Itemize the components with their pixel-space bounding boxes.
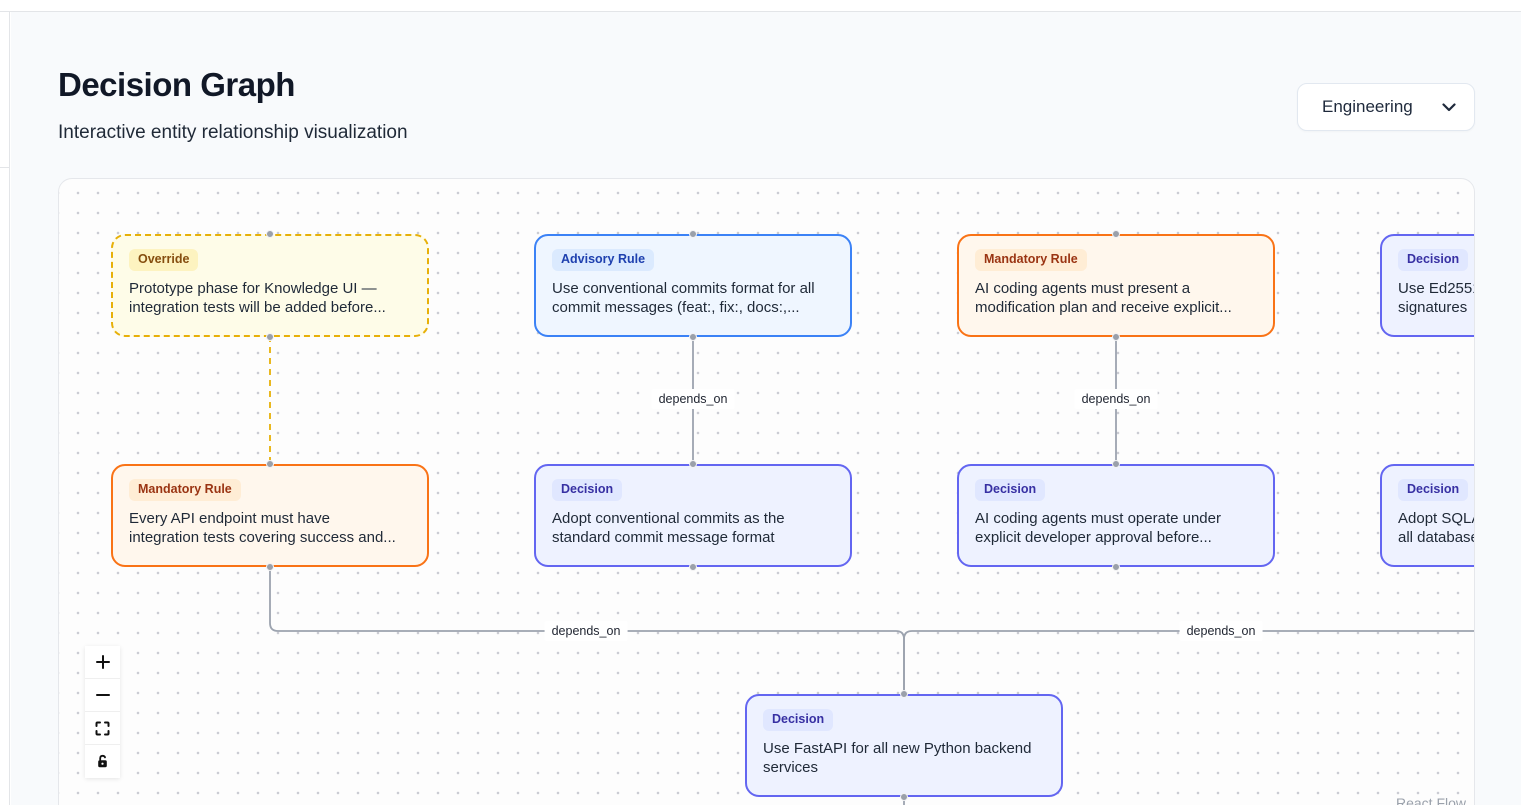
- node-text: Use FastAPI for all new Python backend s…: [763, 739, 1032, 777]
- edge-label-depends-on: depends_on: [651, 389, 735, 409]
- node-text: Use Ed25519 signatures: [1398, 279, 1474, 317]
- node-handle[interactable]: [1112, 460, 1120, 468]
- node-text: Prototype phase for Knowledge UI — integ…: [129, 279, 386, 317]
- edge-depends-4: [903, 630, 1474, 694]
- node-handle[interactable]: [689, 460, 697, 468]
- node-badge: Decision: [763, 709, 834, 731]
- node-badge: Decision: [1398, 479, 1469, 501]
- graph-canvas[interactable]: depends_on depends_on depends_on depends…: [58, 178, 1475, 805]
- lock-open-icon: [98, 754, 107, 768]
- node-text: AI coding agents must operate under expl…: [975, 509, 1221, 547]
- node-badge: Decision: [552, 479, 623, 501]
- fit-view-icon: [95, 721, 110, 735]
- node-mandatory-integration-tests[interactable]: Mandatory Rule Every API endpoint must h…: [111, 460, 429, 571]
- page-subtitle: Interactive entity relationship visualiz…: [58, 122, 408, 143]
- fit-view-button[interactable]: [85, 712, 120, 745]
- node-text: AI coding agents must present a modifica…: [975, 279, 1232, 317]
- node-decision-ed25519-signatures[interactable]: Decision Use Ed25519 signatures: [1380, 234, 1474, 337]
- node-handle[interactable]: [689, 333, 697, 341]
- plus-icon: [95, 655, 110, 669]
- top-strip: [0, 0, 1521, 11]
- domain-select[interactable]: Engineering: [1297, 83, 1475, 131]
- node-text: Use conventional commits format for all …: [552, 279, 815, 317]
- node-text: Every API endpoint must have integration…: [129, 509, 396, 547]
- node-badge: Advisory Rule: [552, 249, 655, 271]
- main-content: Decision Graph Interactive entity relati…: [11, 12, 1521, 805]
- node-decision-fastapi[interactable]: Decision Use FastAPI for all new Python …: [745, 690, 1063, 801]
- zoom-out-button[interactable]: [85, 679, 120, 712]
- node-handle[interactable]: [900, 793, 908, 801]
- react-flow-attribution[interactable]: React Flow: [1396, 795, 1467, 805]
- node-handle[interactable]: [1112, 563, 1120, 571]
- node-badge: Mandatory Rule: [129, 479, 241, 501]
- node-text: Adopt SQLAlchemy for all database access: [1398, 509, 1475, 547]
- node-handle[interactable]: [900, 690, 908, 698]
- left-gutter: [0, 12, 10, 805]
- node-handle[interactable]: [266, 230, 274, 238]
- node-badge: Decision: [1398, 249, 1469, 271]
- edge-label-depends-on: depends_on: [544, 621, 628, 641]
- page-title: Decision Graph: [58, 66, 295, 103]
- node-decision-sqlalchemy[interactable]: Decision Adopt SQLAlchemy for all databa…: [1380, 464, 1475, 567]
- edge-label-depends-on: depends_on: [1074, 389, 1158, 409]
- domain-select-value: Engineering: [1322, 97, 1413, 116]
- node-handle[interactable]: [266, 460, 274, 468]
- node-override-prototype-phase[interactable]: Override Prototype phase for Knowledge U…: [111, 230, 429, 341]
- minus-icon: [95, 694, 110, 696]
- node-handle[interactable]: [689, 230, 697, 238]
- top-divider: [0, 11, 1521, 12]
- gutter-divider: [0, 167, 10, 168]
- node-advisory-conventional-commits[interactable]: Advisory Rule Use conventional commits f…: [534, 230, 852, 341]
- node-mandatory-modification-plan[interactable]: Mandatory Rule AI coding agents must pre…: [957, 230, 1275, 341]
- node-badge: Mandatory Rule: [975, 249, 1087, 271]
- chevron-down-icon: [1442, 102, 1456, 111]
- edge-label-depends-on: depends_on: [1179, 621, 1263, 641]
- node-handle[interactable]: [1112, 333, 1120, 341]
- canvas-controls: [85, 646, 120, 778]
- node-handle[interactable]: [266, 333, 274, 341]
- node-decision-conventional-commits[interactable]: Decision Adopt conventional commits as t…: [534, 460, 852, 571]
- toggle-interactivity-button[interactable]: [85, 745, 120, 778]
- node-handle[interactable]: [1112, 230, 1120, 238]
- node-badge: Override: [129, 249, 199, 271]
- node-handle[interactable]: [689, 563, 697, 571]
- node-decision-developer-approval[interactable]: Decision AI coding agents must operate u…: [957, 460, 1275, 571]
- zoom-in-button[interactable]: [85, 646, 120, 679]
- node-handle[interactable]: [266, 563, 274, 571]
- node-text: Adopt conventional commits as the standa…: [552, 509, 785, 547]
- node-badge: Decision: [975, 479, 1046, 501]
